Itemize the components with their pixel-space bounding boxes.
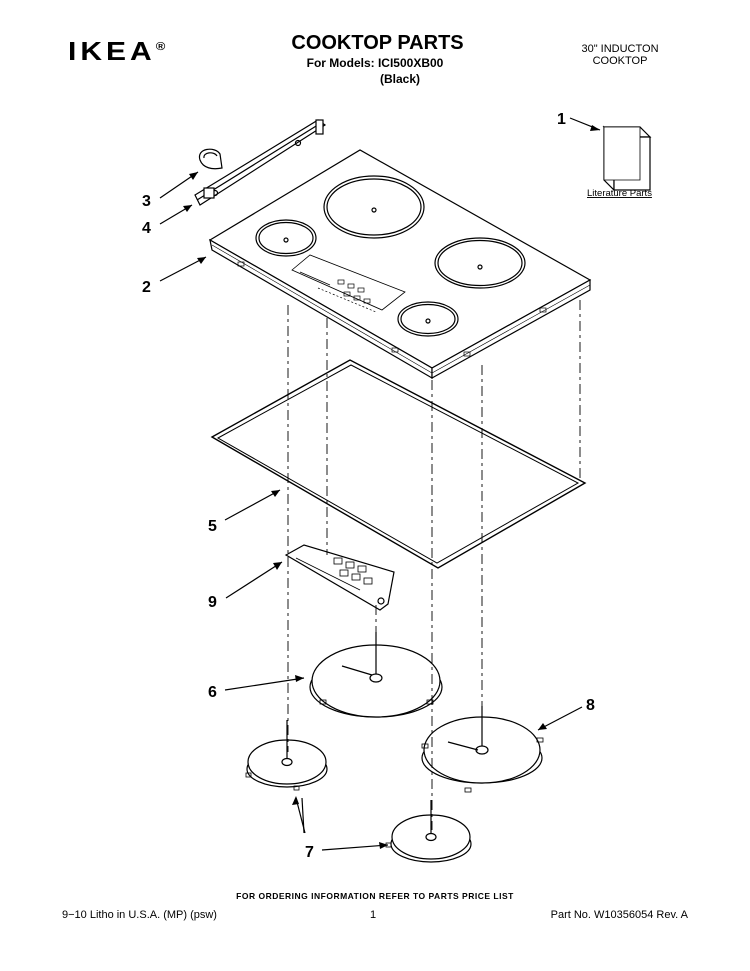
leader-line-7b [321,844,389,851]
burner-small-left [255,219,317,257]
callout-5: 5 [208,518,217,535]
induction-coil-large [309,632,443,718]
induction-coil-small-front [385,800,472,863]
mounting-bracket [194,119,327,206]
literature-parts-label: Literature Parts [587,188,652,199]
model-number: For Models: ICI500XB00 [306,56,444,70]
literature-parts-booklet [602,125,652,192]
logo-text: IKEA [68,38,156,67]
product-line-1: 30" INDUCTON [581,43,659,55]
color-variant: (Black) [379,72,420,86]
induction-coil-small-left [245,720,328,791]
ordering-note: FOR ORDERING INFORMATION REFER TO PARTS … [236,891,514,901]
alignment-lines [287,300,581,830]
callout-3: 3 [142,193,151,210]
product-type: 30" INDUCTON COOKTOP [560,43,680,67]
leader-line-6 [224,677,305,691]
gasket [210,359,587,569]
callout-2: 2 [142,279,151,296]
burner-small-front [397,301,459,337]
page-title: COOKTOP PARTS [291,32,464,54]
burner-right [434,237,526,289]
control-board [284,544,395,611]
ikea-logo: IKEA® [68,38,165,67]
cooktop-assembly [208,149,592,380]
callout-6: 6 [208,684,217,701]
registered-mark: ® [155,39,166,53]
part-number: Part No. W10356054 Rev. A [550,909,688,921]
leader-line-5 [224,489,281,521]
clamp-part [198,148,223,170]
callout-8: 8 [586,697,595,714]
leader-line-8 [537,706,583,731]
litho-info: 9−10 Litho in U.S.A. (MP) (psw) [62,909,217,921]
callout-4: 4 [142,220,151,237]
callout-1: 1 [557,111,566,128]
title-block: COOKTOP PARTS For Models: ICI500XB00 (Bl… [0,32,750,86]
burner-large [323,175,425,239]
control-panel [291,254,406,311]
product-line-2: COOKTOP [592,55,648,67]
callout-9: 9 [208,594,217,611]
leader-line-9 [225,561,283,599]
leader-line-2 [159,256,207,282]
page-number: 1 [370,909,377,921]
callout-7: 7 [305,844,314,861]
induction-coil-right [421,706,544,793]
